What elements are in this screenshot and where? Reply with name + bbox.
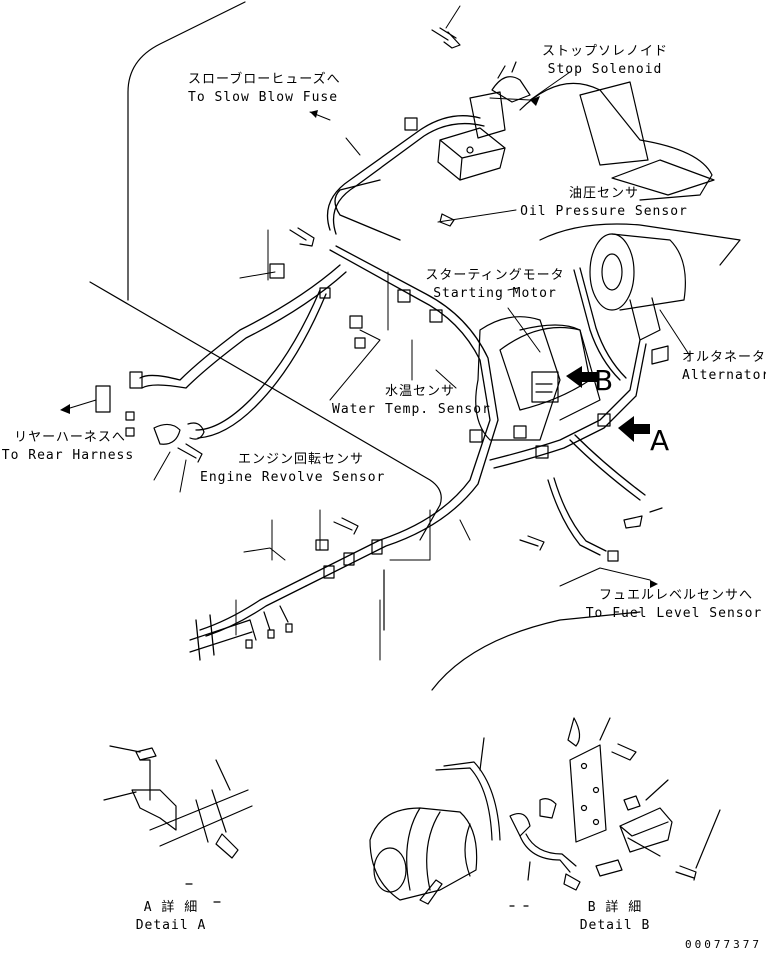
rear-harness-label-en: To Rear Harness [1,448,135,463]
leader-lines [70,6,690,660]
bolts [154,28,662,550]
relay-box [438,128,505,180]
wiring-harness [140,116,646,660]
slow-blow-fuse-label-ja: スローブローヒューズへ [188,72,341,87]
starting-motor-label-en: Starting Motor [433,286,557,301]
oil-pressure-sensor-label-en: Oil Pressure Sensor [520,204,688,219]
rear-harness-label-ja: リヤーハーネスへ [14,430,126,445]
starting-motor [500,328,590,411]
view-marker-a: A [650,424,670,457]
view-arrow-a-icon [618,416,650,442]
water-temp-sensor-label-ja: 水温センサ [384,384,455,399]
engine-revolve-sensor-label-en: Engine Revolve Sensor [200,470,386,485]
detail-b-title-en: Detail B [579,918,651,933]
detail-a-title-ja: A 詳 細 [143,900,199,915]
stop-solenoid-label-ja: ストップソレノイド [541,44,668,59]
view-marker-b: B [594,364,614,397]
view-arrow-b-icon [566,366,598,388]
detail-a-title-en: Detail A [135,918,207,933]
fuel-level-sensor-label-ja: フュエルレベルセンサへ [598,588,753,603]
engine-revolve-sensor-label-ja: エンジン回転センサ [237,452,364,467]
detail-b-title-ja: B 詳 細 [587,900,643,915]
harness-tail [190,606,292,652]
slow-blow-fuse-label-en: To Slow Blow Fuse [188,90,339,105]
alternator [590,234,685,364]
alternator-label-en: Alternator [682,368,766,383]
fuel-level-sensor-label-en: To Fuel Level Sensor [585,606,763,621]
alternator-label-ja: オルタネータ [682,350,766,365]
harness-clamps [96,118,618,578]
detail-area [104,718,720,906]
oil-pressure-sensor-label-ja: 油圧センサ [568,186,639,201]
starting-motor-label-ja: スターティングモータ [425,268,565,283]
drawing-part-number: 00077377 [685,938,762,951]
stop-solenoid-label-en: Stop Solenoid [547,62,663,77]
callout-arrowheads [60,96,658,588]
water-temp-sensor-label-en: Water Temp. Sensor [332,402,491,417]
cab-outline [90,2,640,690]
